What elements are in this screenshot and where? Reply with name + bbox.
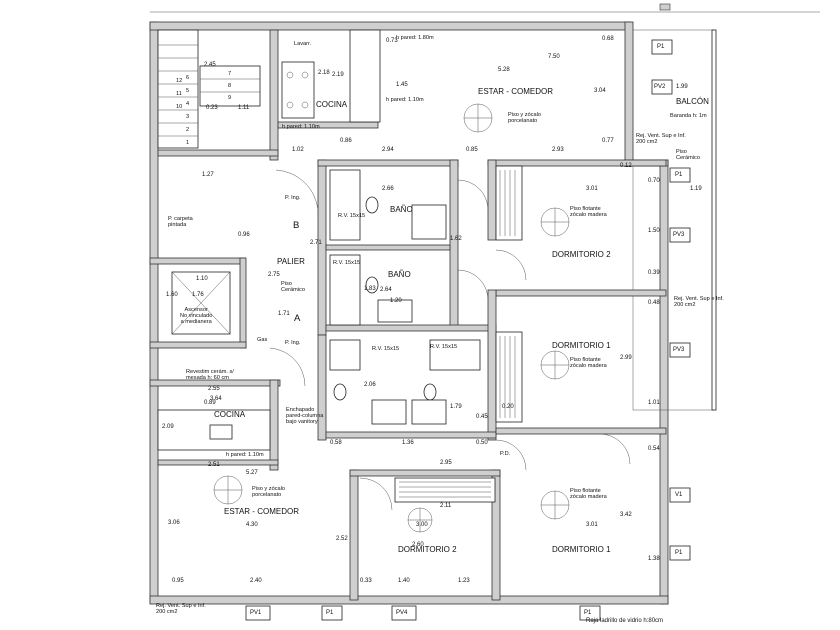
wall-dorm1-bottom [495, 427, 667, 435]
wall-dorm-divider [495, 289, 667, 297]
wall-bath2-bottom [325, 431, 497, 439]
wall-elevator-top [149, 257, 246, 265]
wall-bath2-left [317, 334, 327, 441]
wall-stair-bottom [157, 149, 279, 157]
vanity-3 [371, 399, 407, 425]
wall-kitchen-bottom [277, 121, 379, 129]
closet-dorm1 [495, 331, 523, 423]
wall-kitchen2-right [269, 379, 279, 471]
staircase [157, 29, 261, 149]
wall-left [149, 21, 159, 603]
wall-elevator-right [239, 257, 247, 349]
toilet-icon [423, 383, 437, 401]
wall-bottom [149, 595, 669, 605]
wall-stair-kitchen [269, 29, 279, 161]
wall-dorm2b-left [349, 469, 359, 601]
wall-kitchen2-top [149, 379, 281, 387]
toilet-icon [333, 383, 347, 401]
toilet-icon [365, 196, 379, 214]
bathtub-1 [329, 169, 361, 241]
wall-dorm2b-top [349, 469, 501, 477]
wall-top [149, 21, 631, 31]
shower-1 [329, 339, 361, 371]
wall-bath-left [317, 159, 327, 336]
closet-dorm2 [495, 165, 523, 241]
wall-bath-right [449, 159, 459, 331]
door-swings [269, 169, 631, 511]
vanity-1 [411, 204, 447, 240]
vanity-4 [411, 399, 447, 425]
wall-dorm2-top [487, 159, 667, 167]
window-tags [245, 39, 691, 621]
elevator [171, 271, 231, 335]
wall-bath-divider [325, 244, 451, 251]
kitchen-counter-top [349, 29, 381, 123]
wall-bath-bottom [325, 324, 497, 332]
bathtub-2 [329, 254, 361, 326]
ceiling-lights [213, 103, 570, 533]
toilet-icon [365, 276, 379, 294]
stove-top [281, 61, 315, 119]
wall-elevator-bottom [149, 341, 247, 349]
wall-bath-top [317, 159, 459, 167]
vanity-2 [377, 299, 413, 323]
wall-dorm1-left [487, 289, 497, 441]
shower-2 [429, 339, 481, 371]
closet-dorm-b [394, 477, 496, 503]
wall-dorm2-left [487, 159, 497, 241]
wall-balcony-left [624, 21, 634, 163]
wall-kitchen2-bottom [157, 459, 279, 466]
wall-right [659, 159, 669, 605]
